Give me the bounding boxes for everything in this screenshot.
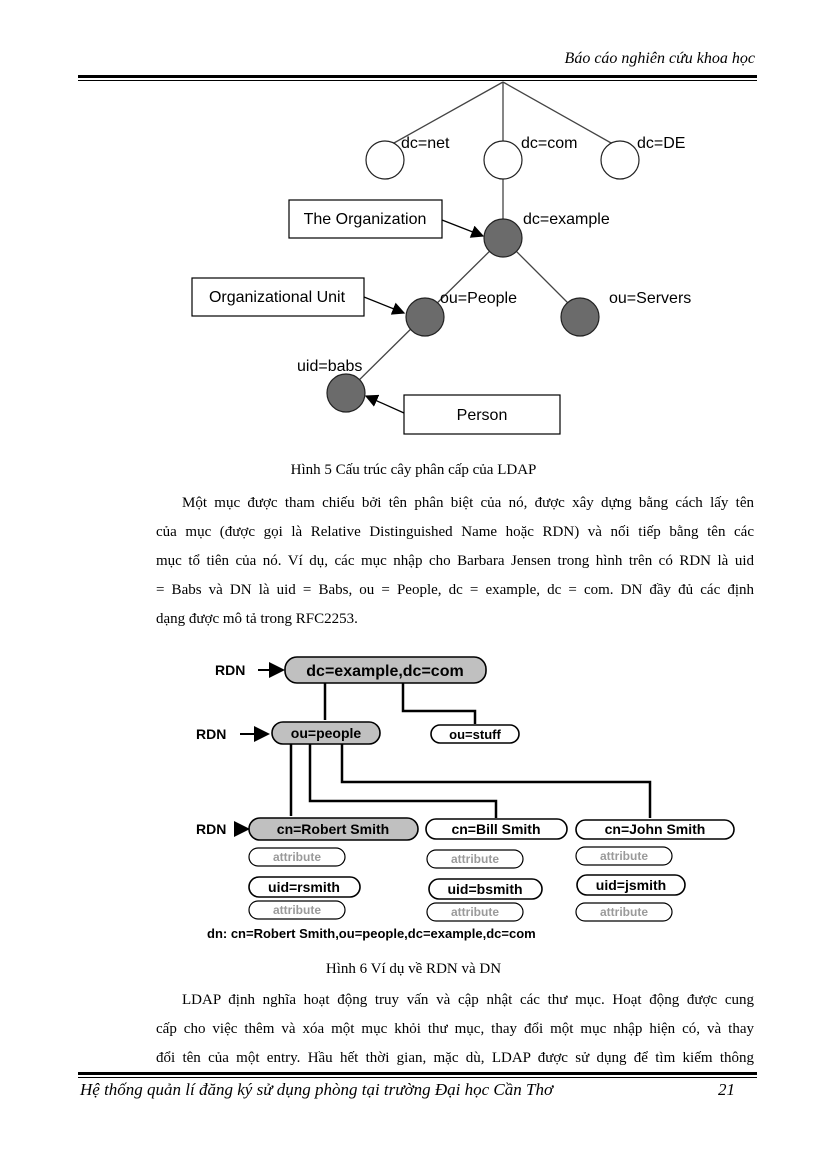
node-ou-servers — [560, 297, 600, 337]
p1-line-2: của mục (được gọi là Relative Distinguis… — [156, 524, 754, 540]
label-ou-servers: ou=Servers — [609, 290, 691, 307]
attribute-5: attribute — [451, 905, 499, 919]
p1-line-5: dạng được mô tả trong RFC2253. — [156, 611, 358, 627]
label-dc-de: dc=DE — [637, 135, 685, 152]
attribute-2: attribute — [451, 852, 499, 866]
p2-line-1: LDAP định nghĩa hoạt động truy vấn và cậ… — [182, 992, 754, 1008]
node-dc-de — [600, 140, 640, 180]
paragraph-2: LDAP định nghĩa hoạt động truy vấn và cậ… — [156, 986, 754, 1073]
footer-rule — [78, 1072, 757, 1075]
header-title: Báo cáo nghiên cứu khoa học — [564, 50, 755, 67]
node-robert — [248, 817, 419, 841]
node-ou-stuff — [430, 724, 520, 744]
p1-line-3: mục tổ tiên của nó. Ví dụ, các mục nhập … — [156, 553, 754, 569]
ldap-tree-diagram: dc=net dc=com dc=DE dc=example ou=People… — [191, 81, 691, 435]
uid-jsmith: uid=jsmith — [596, 877, 666, 893]
p2-line-2: cấp cho việc thêm và xóa một mục khỏi th… — [156, 1021, 754, 1037]
uid-bsmith: uid=bsmith — [447, 881, 522, 897]
node-john — [575, 819, 735, 840]
label-dc-example: dc=example — [523, 211, 610, 228]
header-rule — [78, 75, 757, 78]
box-person-label: Person — [457, 407, 508, 424]
attribute-1: attribute — [273, 850, 321, 864]
node-uid-babs — [326, 373, 366, 413]
bill-label: cn=Bill Smith — [451, 821, 540, 837]
page-number: 21 — [718, 1080, 735, 1099]
box-person — [403, 394, 561, 435]
box-organization-label: The Organization — [304, 211, 427, 228]
rdn-label-1: RDN — [215, 662, 245, 678]
rdn-label-3: RDN — [196, 821, 226, 837]
node-dc-net — [365, 140, 405, 180]
node-root — [284, 656, 487, 684]
rdn-dn-diagram: RDN RDN RDN dc=example,dc=com ou=people … — [196, 656, 735, 941]
p1-line-4: = Babs và DN là uid = Babs, ou = People,… — [156, 582, 754, 598]
label-uid-babs: uid=babs — [297, 358, 362, 375]
attribute-6: attribute — [600, 905, 648, 919]
people-label: ou=people — [291, 725, 362, 741]
dn-line: dn: cn=Robert Smith,ou=people,dc=example… — [207, 926, 536, 941]
figure5-caption: Hình 5 Cấu trúc cây phân cấp của LDAP — [290, 462, 537, 478]
node-ou-people — [405, 297, 445, 337]
uid-rsmith: uid=rsmith — [268, 879, 340, 895]
footer-text: Hệ thống quản lí đăng ký sử dụng phòng t… — [80, 1080, 554, 1099]
stuff-label: ou=stuff — [449, 727, 501, 742]
footer-rule-thin — [78, 1077, 757, 1078]
figure6-caption: Hình 6 Ví dụ về RDN và DN — [325, 961, 502, 977]
p1-line-1: Một mục được tham chiếu bởi tên phân biệ… — [182, 495, 754, 511]
rdn-label-2: RDN — [196, 726, 226, 742]
box-organizational-unit — [191, 277, 365, 317]
robert-label: cn=Robert Smith — [277, 821, 389, 837]
attribute-3: attribute — [600, 849, 648, 863]
box-unit-label: Organizational Unit — [209, 289, 346, 306]
john-label: cn=John Smith — [605, 821, 706, 837]
label-ou-people: ou=People — [440, 290, 517, 307]
p2-line-3: đổi tên của một entry. Hầu hết thời gian… — [156, 1050, 754, 1066]
node-dc-com — [483, 140, 523, 180]
header-rule-thin — [78, 80, 757, 81]
paragraph-1: Một mục được tham chiếu bởi tên phân biệ… — [156, 489, 754, 634]
node-ou-people — [271, 721, 381, 745]
label-dc-com: dc=com — [521, 135, 577, 152]
root-label: dc=example,dc=com — [306, 663, 463, 680]
box-organization — [288, 199, 443, 239]
attribute-4: attribute — [273, 903, 321, 917]
node-bill — [425, 818, 568, 840]
node-dc-example — [483, 218, 523, 258]
label-dc-net: dc=net — [401, 135, 450, 152]
